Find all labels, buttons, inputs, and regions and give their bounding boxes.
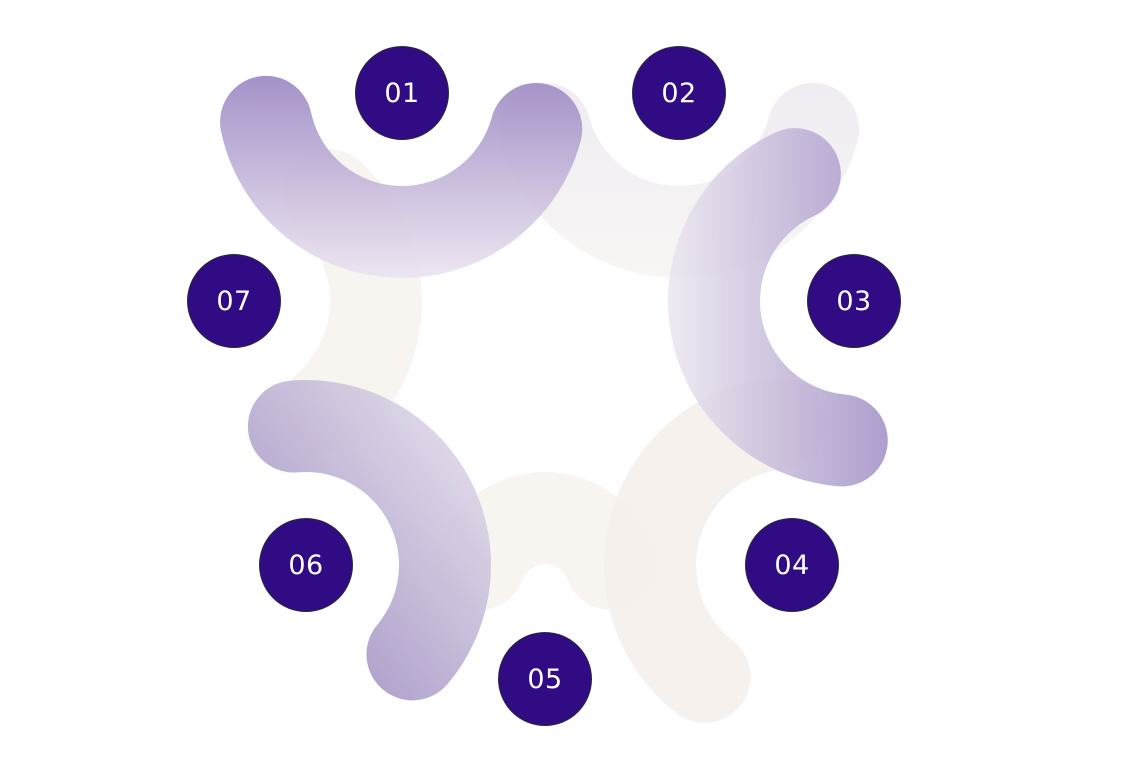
step-number: 05 xyxy=(527,663,563,695)
step-badge-07: 07 xyxy=(187,254,281,348)
step-number: 06 xyxy=(288,549,324,581)
arc-06 xyxy=(247,380,492,701)
step-number: 04 xyxy=(774,549,810,581)
step-number: 01 xyxy=(384,77,420,109)
step-number: 07 xyxy=(216,285,252,317)
step-badge-06: 06 xyxy=(259,518,353,612)
step-badge-01: 01 xyxy=(355,46,449,140)
step-badge-04: 04 xyxy=(745,518,839,612)
arc-01 xyxy=(220,75,583,279)
step-badge-03: 03 xyxy=(807,254,901,348)
step-number: 03 xyxy=(836,285,872,317)
step-badge-02: 02 xyxy=(632,46,726,140)
step-badge-05: 05 xyxy=(498,632,592,726)
arc-03 xyxy=(667,128,888,487)
step-number: 02 xyxy=(661,77,697,109)
